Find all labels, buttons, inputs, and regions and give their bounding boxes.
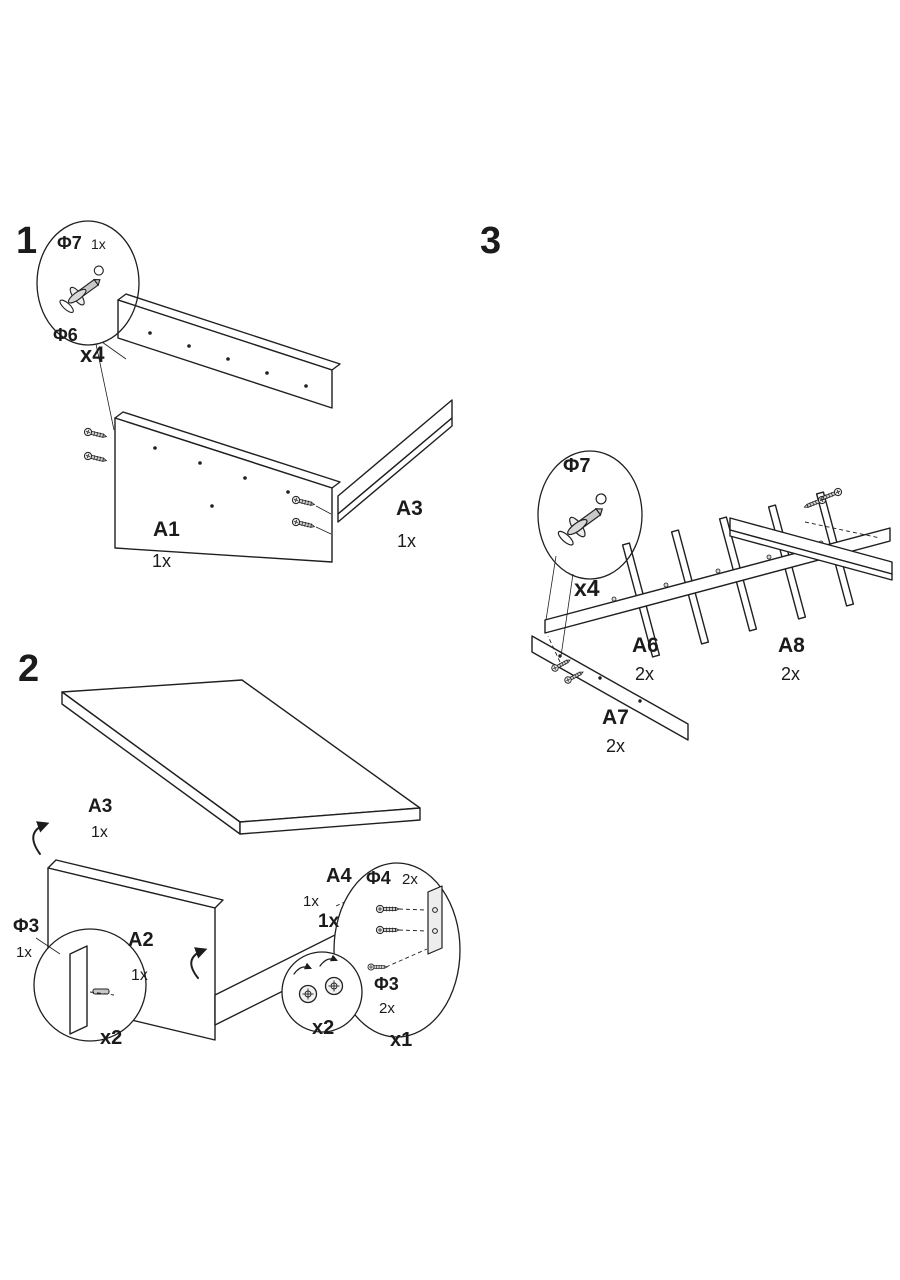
part-qty-a1: 1x bbox=[152, 551, 171, 571]
step2-middle-callout: x2 bbox=[293, 954, 344, 1039]
part-label-a3: A3 bbox=[88, 796, 112, 817]
step2-left-callout: Φ3 1x x2 bbox=[13, 916, 122, 1049]
part-qty-a4: 1x bbox=[303, 893, 319, 910]
cam-lock-icon bbox=[298, 984, 318, 1004]
part-qty-a6: 2x bbox=[635, 664, 654, 684]
callout-leader-line bbox=[35, 937, 61, 955]
step1-qty-badge: x4 bbox=[80, 342, 105, 367]
right-callout-badge: x1 bbox=[390, 1029, 412, 1051]
phi7-label: Φ7 bbox=[563, 455, 591, 477]
step3-qty-badge: x4 bbox=[574, 575, 600, 601]
rail-a8 bbox=[729, 517, 893, 581]
part-qty-a3: 1x bbox=[91, 824, 108, 841]
step2-diagram: Φ3 1x x2 x2 Φ4 2x Φ3 2x x1 bbox=[13, 679, 461, 1051]
phi6-label: Φ6 bbox=[53, 325, 78, 345]
screw-guide-line bbox=[385, 948, 428, 968]
step2-right-callout: Φ4 2x Φ3 2x x1 bbox=[366, 868, 443, 1051]
twist-dowel-icon bbox=[551, 491, 618, 550]
part-label-a7: A7 bbox=[602, 706, 629, 729]
phi4-qty: 2x bbox=[402, 871, 418, 888]
dowel-icon bbox=[92, 988, 110, 995]
phi3-label: Φ3 bbox=[374, 974, 399, 994]
part-qty-a4-bold: 1x bbox=[318, 911, 340, 932]
screws-left-end bbox=[547, 635, 586, 685]
screw-icon bbox=[83, 451, 108, 465]
screw-guide-line bbox=[398, 929, 428, 932]
part-qty-a2: 1x bbox=[131, 967, 148, 984]
screw-guide-line bbox=[315, 505, 332, 515]
screws-right-end bbox=[802, 486, 881, 539]
part-label-a4: A4 bbox=[326, 865, 352, 887]
side-rail-a3-part bbox=[337, 399, 453, 523]
part-label-a6: A6 bbox=[632, 634, 659, 657]
phi7-label: Φ7 bbox=[57, 233, 82, 253]
screw-guide-line bbox=[547, 635, 561, 663]
screws-left bbox=[83, 427, 108, 465]
step1-hardware-callout: Φ7 1x Φ6 bbox=[36, 220, 140, 431]
step1-diagram: Φ7 1x Φ6 x4 A1 1x A3 1x bbox=[36, 220, 453, 571]
callout-leader-line bbox=[95, 343, 115, 431]
bracket-hole bbox=[432, 928, 438, 934]
phi3-qty: 1x bbox=[16, 944, 32, 961]
step1-number: 1 bbox=[16, 220, 38, 262]
headboard-assembly bbox=[61, 679, 421, 835]
top-rail-panel bbox=[117, 293, 341, 409]
callout-leader-line bbox=[545, 555, 557, 621]
rotate-arrow bbox=[190, 947, 208, 979]
screw-guide-line bbox=[398, 908, 428, 911]
cam-lock-icon bbox=[324, 976, 344, 996]
phi3-qty: 2x bbox=[379, 1000, 395, 1017]
screws-right bbox=[291, 495, 332, 535]
phi4-label: Φ4 bbox=[366, 868, 391, 888]
part-qty-a8: 2x bbox=[781, 664, 800, 684]
phi7-qty: 1x bbox=[91, 236, 106, 252]
left-callout-badge: x2 bbox=[100, 1027, 122, 1049]
step3-diagram: Φ7 x4 A6 2x A8 2x A7 2x bbox=[531, 450, 893, 756]
part-label-a2: A2 bbox=[128, 929, 154, 951]
middle-callout-badge: x2 bbox=[312, 1017, 334, 1039]
callout-leader-line bbox=[560, 573, 574, 657]
part-label-a8: A8 bbox=[778, 634, 805, 657]
screw-guide-line bbox=[804, 521, 881, 539]
callout-circle-middle bbox=[281, 951, 363, 1033]
step2-number: 2 bbox=[18, 648, 40, 690]
screw-icon bbox=[83, 427, 108, 441]
turn-arrow bbox=[293, 962, 312, 975]
part-label-a1: A1 bbox=[153, 518, 180, 541]
part-qty-a3: 1x bbox=[397, 531, 416, 551]
callout-leader-line bbox=[101, 341, 127, 360]
rotate-arrow bbox=[32, 821, 50, 855]
headboard-panel-a1 bbox=[114, 411, 341, 563]
part-label-a3: A3 bbox=[396, 497, 423, 520]
panel-holes bbox=[153, 446, 290, 508]
screw-guide-line bbox=[315, 526, 332, 535]
part-qty-a7: 2x bbox=[606, 736, 625, 756]
bracket-plate bbox=[427, 885, 443, 955]
turn-arrow bbox=[319, 954, 338, 967]
bracket-hole bbox=[432, 907, 438, 913]
callout-circle bbox=[537, 450, 643, 580]
callout-circle bbox=[36, 220, 140, 346]
twist-dowel-icon bbox=[53, 263, 115, 317]
rail-holes bbox=[148, 331, 308, 388]
step3-number: 3 bbox=[480, 220, 502, 262]
phi3-label: Φ3 bbox=[13, 916, 39, 937]
callout-circle-left bbox=[33, 928, 147, 1042]
rail-a7 bbox=[531, 635, 689, 741]
step3-hardware-callout: Φ7 bbox=[537, 450, 643, 657]
